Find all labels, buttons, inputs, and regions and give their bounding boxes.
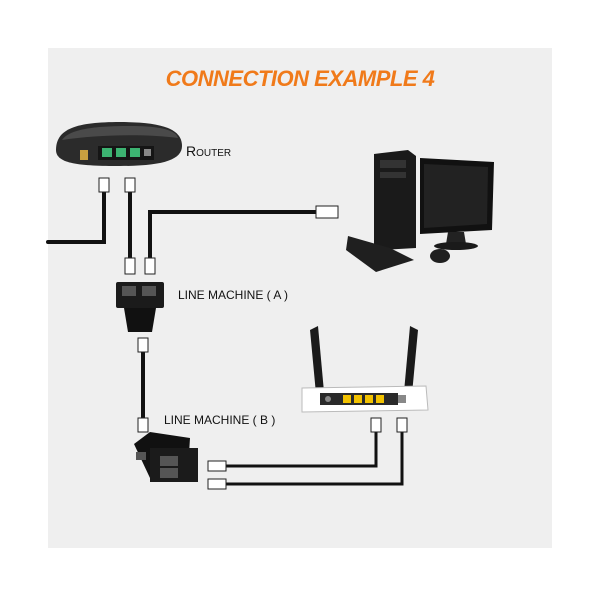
splitter-b-side-port [136, 452, 146, 460]
rj45-plugs [98, 177, 408, 490]
line-machine-b-label: LINE MACHINE ( B ) [164, 413, 276, 427]
splitter-b-port-1 [160, 456, 178, 466]
cable-router-left [46, 188, 106, 244]
plug-b-in [137, 417, 149, 433]
computer-monitor-stand [446, 232, 466, 244]
line-machine-a-label: LINE MACHINE ( A ) [178, 288, 289, 302]
router-top-sheen [62, 126, 178, 140]
wifi-router-device [301, 326, 429, 413]
router-antenna-jack [80, 150, 88, 160]
router-port-1 [102, 148, 112, 157]
plug-router-2 [124, 177, 136, 193]
computer-mouse [430, 249, 450, 263]
plug-b-out-2 [207, 478, 227, 490]
wifi-port-3 [365, 395, 373, 403]
splitter-a-port-1 [122, 286, 136, 296]
diagram-title: CONNECTION EXAMPLE 4 [165, 66, 435, 91]
splitter-a-port-2 [142, 286, 156, 296]
splitter-b-port-2 [160, 468, 178, 478]
computer-monitor-base [434, 242, 478, 250]
plug-wifi-1 [370, 417, 382, 433]
plug-computer [315, 205, 339, 219]
computer-tower-bay [380, 160, 406, 168]
wifi-antenna-right [404, 326, 418, 394]
plug-router-1 [98, 177, 110, 193]
wifi-port-2 [354, 395, 362, 403]
computer-device [346, 150, 494, 272]
cable-splitter-b-to-wifi-1 [218, 426, 378, 468]
plug-a-out [137, 337, 149, 353]
router-port-3 [130, 148, 140, 157]
router-label: Router [186, 143, 232, 159]
rj45-splitter-b [134, 432, 198, 482]
computer-keyboard [346, 236, 414, 272]
router-port-2 [116, 148, 126, 157]
wifi-antenna-left [310, 326, 324, 394]
cable-splitter-b-to-wifi-2 [218, 426, 404, 486]
computer-tower-bay-2 [380, 172, 406, 178]
rj45-splitter-a [116, 282, 164, 332]
plug-a-in-right [144, 257, 156, 275]
wifi-power-button [325, 396, 331, 402]
computer-screen [424, 164, 488, 228]
router-device [56, 122, 182, 166]
splitter-a-neck [124, 308, 156, 332]
plug-a-in-left [124, 257, 136, 275]
wifi-port-1 [343, 395, 351, 403]
wifi-wan-port [398, 395, 406, 403]
wifi-port-4 [376, 395, 384, 403]
plug-b-out-1 [207, 460, 227, 472]
plug-wifi-2 [396, 417, 408, 433]
router-power-port [144, 149, 151, 156]
cables [46, 188, 404, 486]
cable-computer [148, 210, 320, 264]
